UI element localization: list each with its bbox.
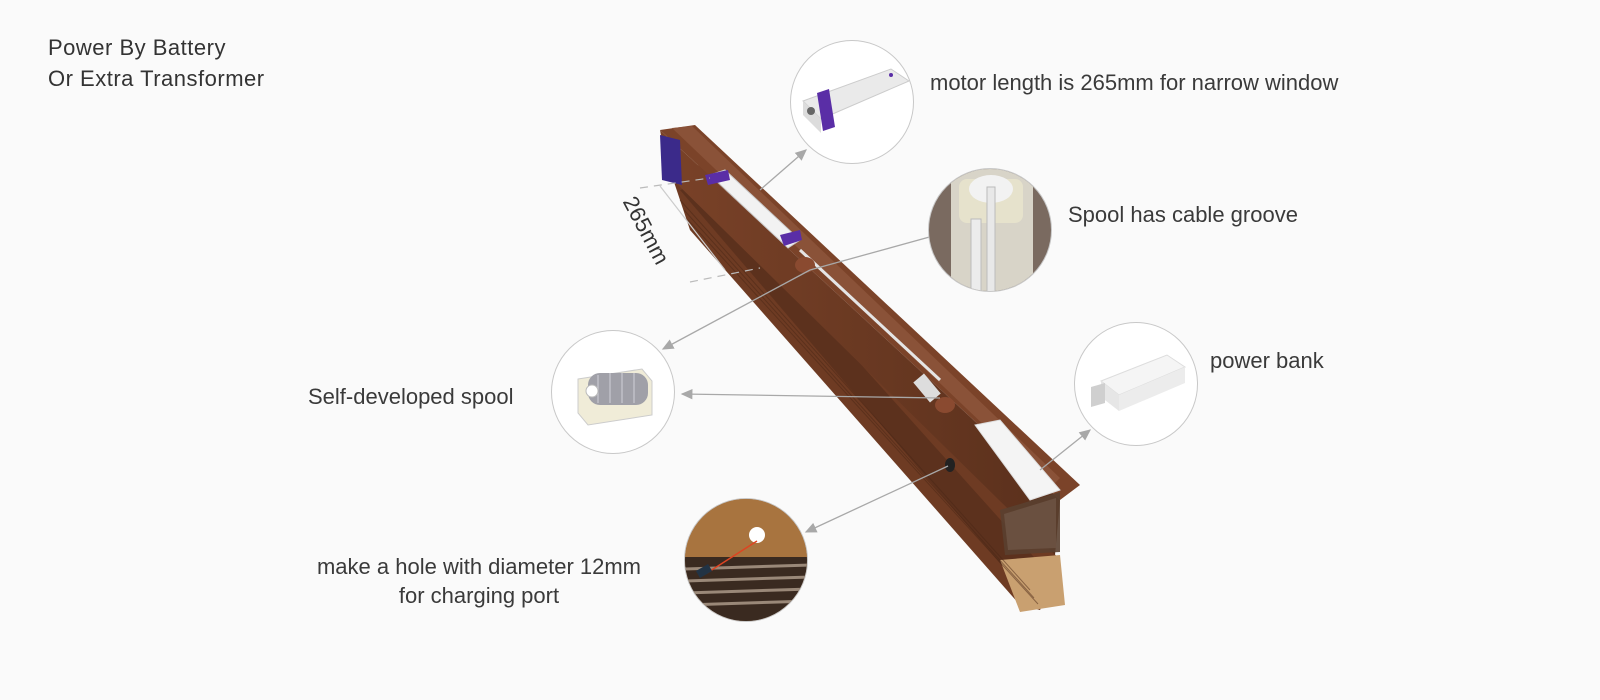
- motor-icon: [802, 68, 911, 133]
- spool-groove-icon: [951, 169, 1033, 291]
- page-title: Power By Battery Or Extra Transformer: [48, 32, 265, 94]
- spool-bubble: [551, 330, 675, 454]
- spool-groove-bubble: [928, 168, 1052, 292]
- charging-hole-line-1: make a hole with diameter 12mm: [316, 554, 642, 579]
- dimension-lines: [639, 177, 761, 283]
- callout-label-spool: Self-developed spool: [308, 384, 514, 409]
- charging-hole-line-2: for charging port: [398, 583, 560, 608]
- callout-label-charging-hole: make a hole with diameter 12mm for charg…: [314, 552, 644, 610]
- callout-label-spool-groove: Spool has cable groove: [1068, 202, 1298, 227]
- callout-label-motor: motor length is 265mm for narrow window: [930, 70, 1339, 95]
- title-line-1: Power By Battery: [48, 35, 226, 60]
- power-bank-bubble: [1074, 322, 1198, 446]
- charging-port-icon: [685, 499, 807, 621]
- title-line-2: Or Extra Transformer: [48, 66, 265, 91]
- blind-slats: [670, 165, 1065, 612]
- motor-bubble: [790, 40, 914, 164]
- charging-port-bubble: [684, 498, 808, 622]
- spool-icon: [577, 368, 653, 426]
- power-bank-icon: [1091, 354, 1187, 411]
- callout-label-power-bank: power bank: [1210, 348, 1324, 373]
- headrail: [660, 125, 1080, 555]
